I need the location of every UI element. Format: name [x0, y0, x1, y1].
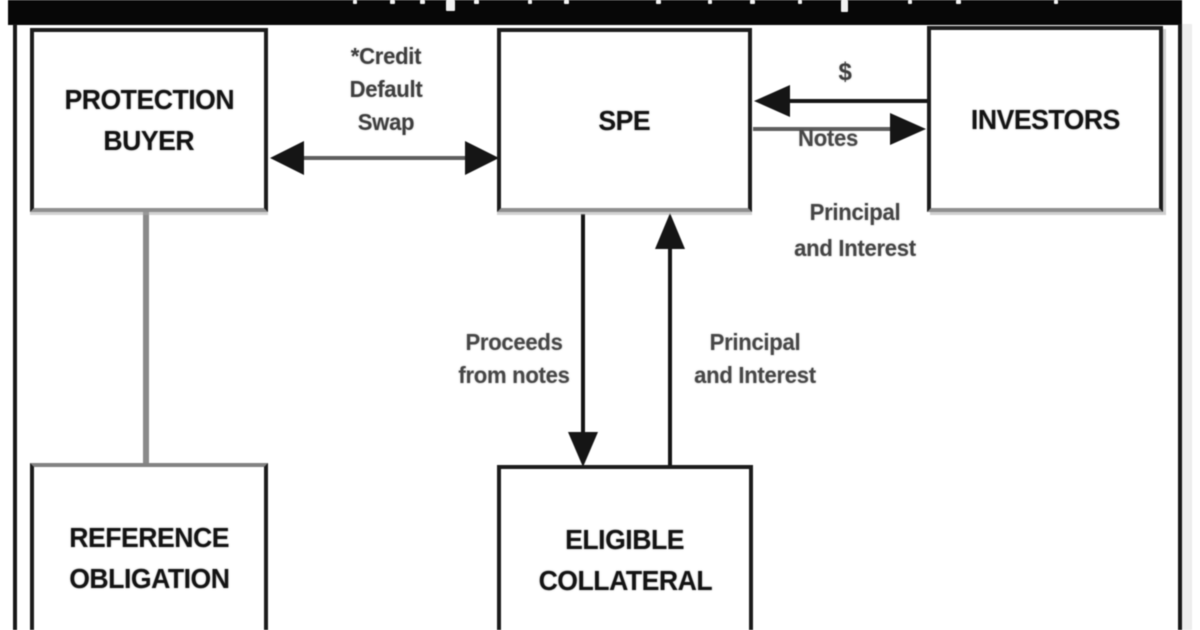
edge-label-line: from notes	[458, 362, 570, 388]
cropped-text-fragment	[708, 0, 712, 4]
cropped-text-fragment	[474, 0, 479, 4]
cropped-text-fragment	[1054, 0, 1058, 4]
node-label: COLLATERAL	[538, 565, 712, 596]
edge-label-line: and Interest	[794, 235, 916, 261]
edge-label-line: Principal	[809, 199, 901, 225]
node-investors: INVESTORS	[927, 26, 1163, 212]
cropped-text-fragment	[353, 0, 357, 4]
edge-label-principal-interest-mid: Principal and Interest	[675, 326, 835, 392]
edge-label-line: Default	[349, 76, 423, 102]
node-eligible-collateral: ELIGIBLE COLLATERAL	[497, 465, 753, 630]
connector-dollar	[754, 85, 928, 117]
node-label: OBLIGATION	[68, 563, 230, 594]
proceeds-arrowhead	[568, 432, 598, 467]
figure-border-left	[13, 24, 17, 630]
figure-border-right-shadow	[1182, 24, 1192, 630]
edge-label-line: Notes	[798, 125, 858, 151]
cropped-text-fragment	[908, 0, 912, 4]
edge-label-principal-interest-right: Principal and Interest	[775, 194, 935, 266]
cds-arrowhead-right	[465, 141, 499, 175]
connector-credit-default-swap	[270, 141, 499, 175]
node-protection-buyer: PROTECTION BUYER	[30, 28, 268, 212]
node-label: SPE	[598, 104, 651, 136]
cropped-text-fragment	[528, 0, 532, 4]
edge-label-line: *Credit	[350, 43, 422, 69]
figure-border-right	[1178, 24, 1182, 630]
dollar-arrowhead	[754, 85, 790, 117]
edge-label-credit-default-swap: *Credit Default Swap	[316, 40, 456, 139]
node-label: INVESTORS	[970, 103, 1120, 135]
edge-label-line: Swap	[357, 109, 415, 135]
cropped-text-fragment	[446, 0, 455, 11]
cropped-text-fragment	[564, 0, 569, 4]
edge-label-notes: Notes	[773, 122, 883, 155]
cropped-text-fragment	[841, 0, 848, 12]
edge-label-line: and Interest	[694, 362, 816, 388]
figure-title-bar	[8, 0, 1182, 25]
cropped-text-fragment	[420, 0, 425, 4]
node-reference-obligation: REFERENCE OBLIGATION	[30, 463, 268, 630]
node-label: PROTECTION	[64, 84, 234, 115]
edge-label-line: $	[838, 58, 852, 86]
edge-label-dollar: $	[820, 56, 870, 89]
edge-label-line: Principal	[709, 329, 801, 355]
principal-mid-arrowhead	[655, 213, 685, 249]
cropped-text-fragment	[798, 0, 802, 4]
cds-arrowhead-left	[270, 141, 304, 175]
node-label: ELIGIBLE	[565, 524, 685, 555]
cropped-text-fragment	[750, 0, 755, 4]
notes-arrowhead	[890, 113, 926, 145]
edge-label-proceeds-from-notes: Proceeds from notes	[444, 326, 584, 392]
edge-label-line: Proceeds	[465, 329, 563, 355]
cropped-text-fragment	[656, 0, 661, 4]
cropped-text-fragment	[390, 0, 395, 4]
node-label: REFERENCE	[69, 522, 229, 553]
node-label: BUYER	[103, 125, 195, 156]
cropped-text-fragment	[956, 0, 961, 4]
node-spe: SPE	[497, 28, 752, 212]
